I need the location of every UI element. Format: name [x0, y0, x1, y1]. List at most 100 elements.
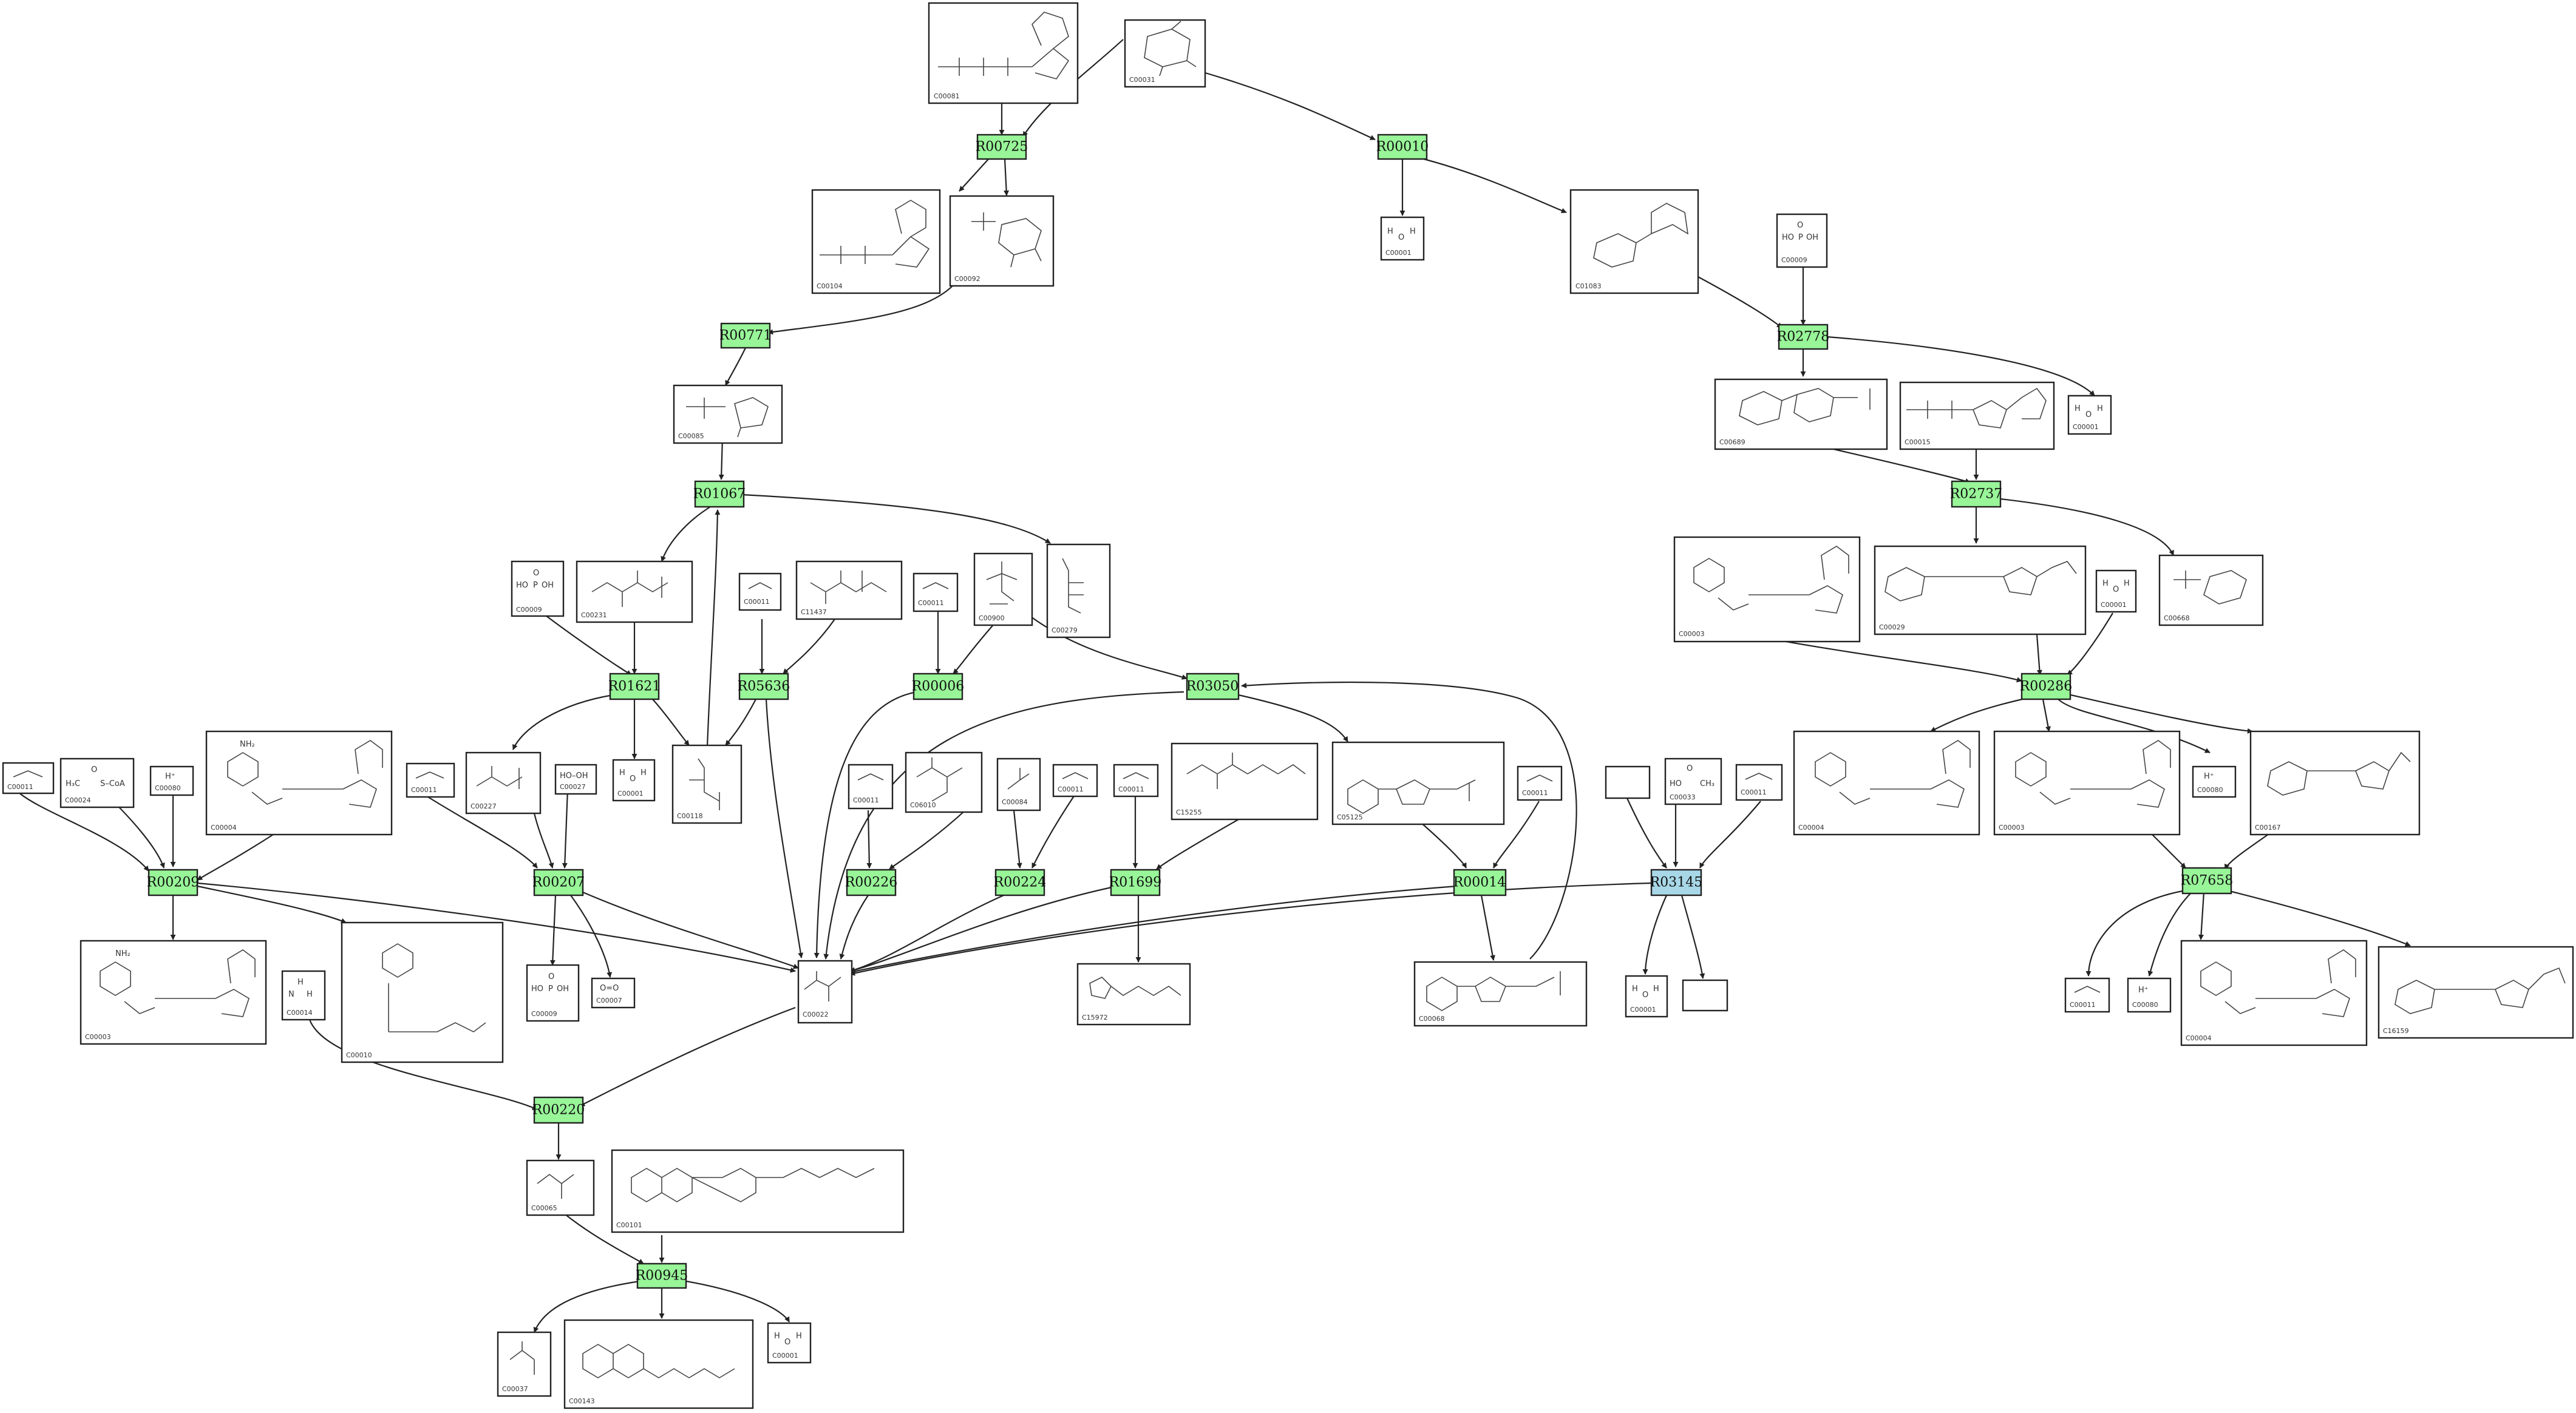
- compound-node[interactable]: C00167: [2249, 730, 2421, 836]
- compound-node[interactable]: H₃C O S–CoA C00024: [59, 757, 135, 808]
- compound-node[interactable]: C00104: [811, 189, 941, 294]
- compound-node[interactable]: C00010: [341, 921, 504, 1063]
- compound-node[interactable]: C00900: [973, 552, 1033, 626]
- compound-node[interactable]: C00065: [526, 1159, 595, 1216]
- reaction-node-R03050[interactable]: R03050: [1186, 673, 1240, 700]
- compound-node[interactable]: C00037: [497, 1331, 552, 1397]
- atom-symbol: NH₂: [115, 949, 131, 958]
- reaction-node-R00010[interactable]: R00010: [1376, 134, 1429, 160]
- reaction-node-R01699[interactable]: R01699: [1109, 869, 1162, 896]
- compound-node[interactable]: C00004: [1793, 730, 1980, 836]
- compound-node[interactable]: C00668: [2158, 554, 2264, 626]
- compound-node[interactable]: H O H C00001: [1380, 216, 1425, 261]
- compound-node[interactable]: H O H C00001: [1625, 975, 1668, 1018]
- reaction-node-R07658[interactable]: R07658: [2181, 867, 2234, 895]
- reaction-node-R02778[interactable]: R02778: [1777, 324, 1830, 350]
- compound-node[interactable]: C01083: [1569, 189, 1699, 294]
- compound-node[interactable]: C00227: [465, 751, 542, 815]
- compound-node[interactable]: [1605, 765, 1651, 799]
- reaction-node-R00220[interactable]: R00220: [532, 1096, 585, 1124]
- compound-node[interactable]: C00011: [738, 572, 782, 611]
- compound-node[interactable]: H⁺ C00080: [2127, 977, 2172, 1013]
- compound-node[interactable]: NH₂ C00003: [80, 940, 267, 1045]
- reaction-node-R00224[interactable]: R00224: [994, 869, 1047, 896]
- compound-node[interactable]: C00092: [949, 195, 1055, 287]
- compound-node[interactable]: H N H C00014: [281, 970, 326, 1021]
- reaction-node-R02737[interactable]: R02737: [1950, 480, 2003, 508]
- compound-node[interactable]: H O H C00001: [612, 759, 656, 802]
- compound-node[interactable]: NH₂ C00004: [205, 730, 393, 836]
- reaction-node-R00725[interactable]: R00725: [976, 134, 1028, 160]
- compound-node[interactable]: O HO P OH C00009: [1776, 213, 1828, 268]
- compound-node[interactable]: C00068: [1413, 961, 1588, 1027]
- compound-box: [563, 1319, 754, 1409]
- atom-symbol: H: [641, 768, 647, 778]
- reaction-node-R01067[interactable]: R01067: [693, 480, 746, 508]
- compound-label: C00004: [2186, 1034, 2212, 1042]
- edge: [1827, 336, 2095, 396]
- compound-node[interactable]: C00011: [1735, 764, 1783, 801]
- compound-node[interactable]: H O H C00001: [2067, 395, 2112, 435]
- compound-node[interactable]: C00011: [1052, 764, 1098, 798]
- compound-node[interactable]: O HO P OH C00009: [526, 964, 580, 1022]
- compound-node[interactable]: C00231: [576, 560, 693, 623]
- compound-node[interactable]: C00084: [996, 757, 1041, 812]
- compound-node[interactable]: C00101: [611, 1149, 905, 1233]
- compound-node[interactable]: HO–OH C00027: [554, 764, 597, 795]
- compound-node[interactable]: C00004: [2180, 940, 2368, 1046]
- compound-node[interactable]: C15255: [1171, 742, 1319, 821]
- compound-node[interactable]: C00011: [1517, 765, 1563, 801]
- reaction-node-R00771[interactable]: R00771: [719, 322, 772, 349]
- compound-node[interactable]: C00011: [1113, 764, 1159, 798]
- compound-node[interactable]: C00011: [2064, 977, 2110, 1013]
- compound-node[interactable]: H⁺ C00080: [2192, 765, 2237, 798]
- compound-node[interactable]: C00003: [1993, 730, 2181, 836]
- compound-node[interactable]: C05125: [1331, 741, 1505, 825]
- compound-node[interactable]: C06010: [905, 751, 983, 813]
- edge: [2067, 612, 2113, 676]
- compound-node[interactable]: C00003: [1673, 536, 1861, 643]
- compound-node[interactable]: C00022: [797, 960, 853, 1024]
- compound-node[interactable]: O HO P OH C00009: [511, 560, 565, 617]
- reaction-label: R00220: [532, 1103, 585, 1118]
- compound-node[interactable]: C00279: [1046, 543, 1111, 639]
- reaction-node-R03145[interactable]: R03145: [1650, 869, 1703, 896]
- atom-symbol: H: [796, 1332, 802, 1341]
- compound-node[interactable]: H O H C00001: [767, 1322, 812, 1364]
- compound-node[interactable]: C00011: [912, 572, 959, 612]
- compound-node[interactable]: C00011: [848, 764, 894, 810]
- reaction-node-R05636[interactable]: R05636: [738, 673, 790, 700]
- compound-node[interactable]: C00143: [563, 1319, 754, 1409]
- compound-node[interactable]: H O H C00001: [2095, 569, 2137, 613]
- compound-label: C15255: [1176, 808, 1202, 816]
- reaction-node-R00006[interactable]: R00006: [912, 673, 965, 700]
- compound-node[interactable]: [1682, 979, 1728, 1012]
- compound-node[interactable]: C00015: [1899, 381, 2055, 450]
- compound-box: [1331, 741, 1505, 825]
- compound-node[interactable]: C11437: [795, 560, 903, 620]
- compound-node[interactable]: C00031: [1124, 19, 1206, 88]
- edge: [706, 509, 721, 747]
- reaction-node-R00945[interactable]: R00945: [636, 1262, 688, 1289]
- reaction-node-R00286[interactable]: R00286: [2020, 673, 2073, 700]
- compound-node[interactable]: C00011: [406, 762, 455, 798]
- compound-node[interactable]: C00081: [928, 2, 1079, 104]
- compound-node[interactable]: C16159: [2377, 946, 2574, 1039]
- compound-node[interactable]: C00689: [1714, 378, 1888, 450]
- reaction-node-R01621[interactable]: R01621: [608, 673, 661, 700]
- compound-node[interactable]: H⁺ C00080: [149, 765, 194, 796]
- compound-node[interactable]: O=O C00007: [591, 977, 636, 1009]
- reaction-node-R00207[interactable]: R00207: [532, 869, 585, 896]
- compound-node[interactable]: C15972: [1076, 963, 1191, 1026]
- reaction-node-R00209[interactable]: R00209: [147, 869, 200, 896]
- compound-node[interactable]: C00085: [673, 384, 783, 444]
- compound-node[interactable]: C00011: [2, 762, 55, 795]
- compound-node[interactable]: HO O CH₃ C00033: [1664, 757, 1722, 805]
- compound-node[interactable]: C00118: [671, 744, 743, 824]
- compound-box: [526, 1159, 595, 1216]
- atom-symbol: H: [1632, 984, 1638, 994]
- reaction-node-R00014[interactable]: R00014: [1453, 869, 1507, 896]
- compound-node[interactable]: C00029: [1874, 545, 2087, 635]
- reaction-node-R00226[interactable]: R00226: [845, 869, 898, 896]
- structure-drawing: [1144, 21, 1197, 76]
